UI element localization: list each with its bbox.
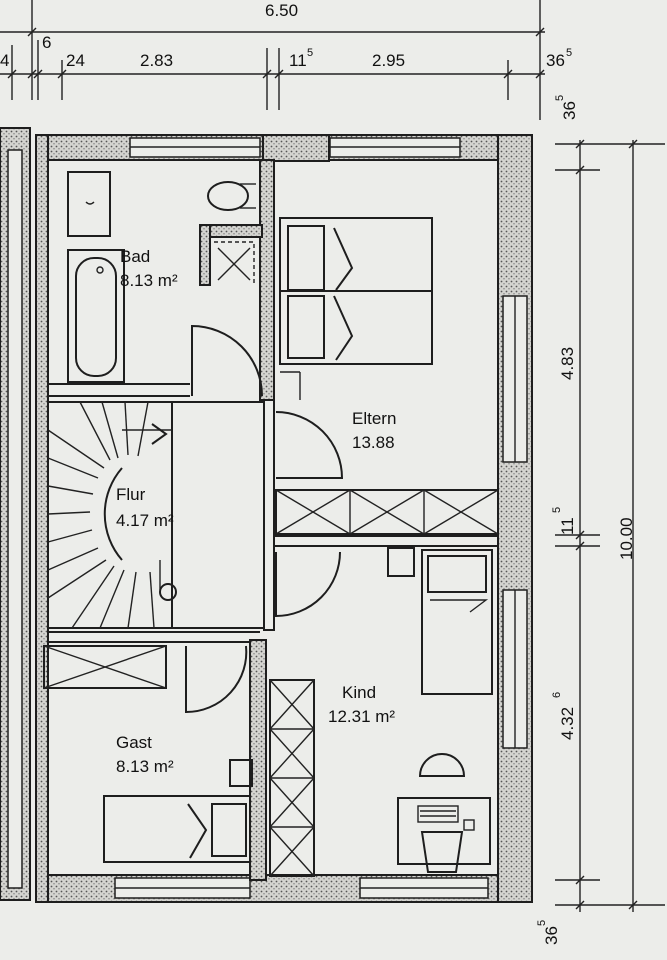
- dim-right-lower: 4.32: [558, 707, 577, 740]
- dim-top-seg-4: 2.83: [140, 51, 173, 70]
- dim-right-mid: 11: [558, 517, 577, 535]
- dim-bottom-corner: 36: [542, 926, 561, 945]
- dim-top-seg-7-sup: 5: [566, 47, 572, 59]
- dim-top-seg-2: 6: [42, 33, 51, 52]
- neighbour-wall: [0, 127, 31, 901]
- dim-right-lower-sup: 6: [551, 692, 563, 698]
- double-bed: [275, 217, 433, 479]
- dim-top-seg-3: 24: [66, 51, 85, 70]
- room-eltern-area: 13.88: [352, 433, 395, 452]
- dim-top-seg-1: 4: [0, 51, 9, 70]
- room-flur-area: 4.17 m²: [116, 511, 174, 530]
- room-bad-name: Bad: [120, 247, 150, 266]
- top-dimension-lines: [0, 0, 545, 120]
- dim-right-upper: 4.83: [558, 347, 577, 380]
- staircase: [47, 401, 265, 629]
- dim-right-mid-sup: 5: [551, 507, 563, 513]
- windows: [114, 137, 528, 899]
- room-flur-name: Flur: [116, 485, 146, 504]
- gast-furniture: [43, 645, 253, 863]
- room-kind-area: 12.31 m²: [328, 707, 395, 726]
- room-gast-name: Gast: [116, 733, 152, 752]
- room-eltern-name: Eltern: [352, 409, 396, 428]
- dim-top-total: 6.50: [265, 1, 298, 20]
- dim-top-seg-7: 36: [546, 51, 565, 70]
- room-gast-area: 8.13 m²: [116, 757, 174, 776]
- dim-top-seg-6: 2.95: [372, 51, 405, 70]
- wardrobe-eltern: [275, 489, 499, 535]
- room-bad-area: 8.13 m²: [120, 271, 178, 290]
- dim-right-total: 10.00: [617, 517, 636, 560]
- dim-top-corner: 36: [560, 101, 579, 120]
- dim-bottom-corner-sup: 5: [536, 920, 548, 926]
- kind-furniture: [269, 547, 493, 877]
- dim-top-seg-5-sup: 5: [307, 47, 313, 59]
- right-dimension-lines: [555, 139, 665, 912]
- dim-top-seg-5: 11: [289, 51, 307, 70]
- dim-top-corner-sup: 5: [554, 95, 566, 101]
- bathroom-fixtures: [67, 171, 263, 397]
- interior-walls: [48, 134, 498, 881]
- room-kind-name: Kind: [342, 683, 376, 702]
